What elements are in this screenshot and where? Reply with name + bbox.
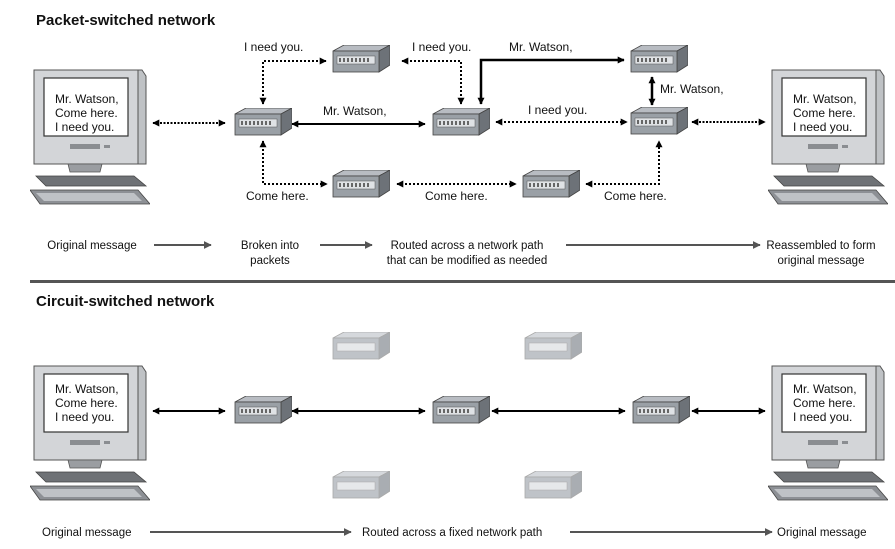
label-i-need-you-top-left: I need you. — [244, 40, 303, 54]
router-g — [522, 170, 580, 198]
link-router-a-to-b — [259, 57, 327, 105]
label-come-here-mid: Come here. — [425, 189, 488, 203]
monitor-right-circuit-line: I need you. — [793, 410, 852, 424]
router-circuit — [632, 396, 690, 424]
section-divider — [30, 280, 895, 283]
label-come-here-left: Come here. — [246, 189, 309, 203]
label-come-here-right: Come here. — [604, 189, 667, 203]
link-router-d-to-c — [477, 56, 625, 105]
monitor-right-packet-text: Mr. Watson, Come here. I need you. — [793, 92, 860, 134]
monitor-left-circuit-line: I need you. — [55, 410, 114, 424]
label-mr-watson-right: Mr. Watson, — [660, 82, 724, 96]
router-idle — [332, 332, 390, 360]
monitor-right-circuit-line: Come here. — [793, 396, 856, 410]
packet-section-title: Packet-switched network — [36, 12, 216, 29]
router-circuit — [234, 396, 292, 424]
monitor-left-circuit-line: Mr. Watson, — [55, 382, 119, 396]
router-idle — [524, 332, 582, 360]
monitor-left-packet-text: Mr. Watson, Come here. I need you. — [55, 92, 122, 134]
router-idle — [332, 471, 390, 499]
router-d — [630, 45, 688, 73]
router-circuit — [432, 396, 490, 424]
label-mr-watson-top: Mr. Watson, — [509, 40, 573, 54]
computer-left-packet — [30, 69, 150, 205]
link-router-g-to-e — [585, 140, 663, 188]
packet-links — [152, 56, 766, 188]
monitor-right-circuit-text: Mr. Watson, Come here. I need you. — [793, 382, 860, 424]
circuit-flow-row: Original message Routed across a fixed n… — [42, 527, 866, 539]
link-router-a-to-f — [259, 140, 328, 188]
monitor-right-packet-line: Come here. — [793, 106, 856, 120]
monitor-left-packet-line: I need you. — [55, 120, 114, 134]
label-i-need-you-mid: I need you. — [528, 103, 587, 117]
router-a — [234, 108, 292, 136]
monitor-right-packet-line: I need you. — [793, 120, 852, 134]
packet-switched-section: Packet-switched network — [30, 12, 888, 267]
flow-step: Original message — [42, 527, 131, 539]
router-f — [332, 170, 390, 198]
flow-step: Original message — [777, 527, 866, 539]
computer-right-packet — [768, 69, 888, 205]
flow-step: Routed across a fixed network path — [362, 527, 542, 539]
label-mr-watson-mid: Mr. Watson, — [323, 104, 387, 118]
router-idle — [524, 471, 582, 499]
monitor-left-packet-line: Mr. Watson, — [55, 92, 119, 106]
router-e — [630, 107, 688, 135]
monitor-right-packet-line: Mr. Watson, — [793, 92, 857, 106]
label-i-need-you-top-mid: I need you. — [412, 40, 471, 54]
circuit-switched-section: Circuit-switched network Mr. Watson, Com… — [30, 293, 888, 539]
monitor-left-circuit-line: Come here. — [55, 396, 118, 410]
monitor-left-circuit-text: Mr. Watson, Come here. I need you. — [55, 382, 122, 424]
link-router-b-to-c — [401, 57, 465, 105]
monitor-right-circuit-line: Mr. Watson, — [793, 382, 857, 396]
router-c — [432, 108, 490, 136]
circuit-section-title: Circuit-switched network — [36, 293, 215, 310]
flow-step: Original message — [47, 240, 136, 252]
monitor-left-packet-line: Come here. — [55, 106, 118, 120]
router-b — [332, 45, 390, 73]
